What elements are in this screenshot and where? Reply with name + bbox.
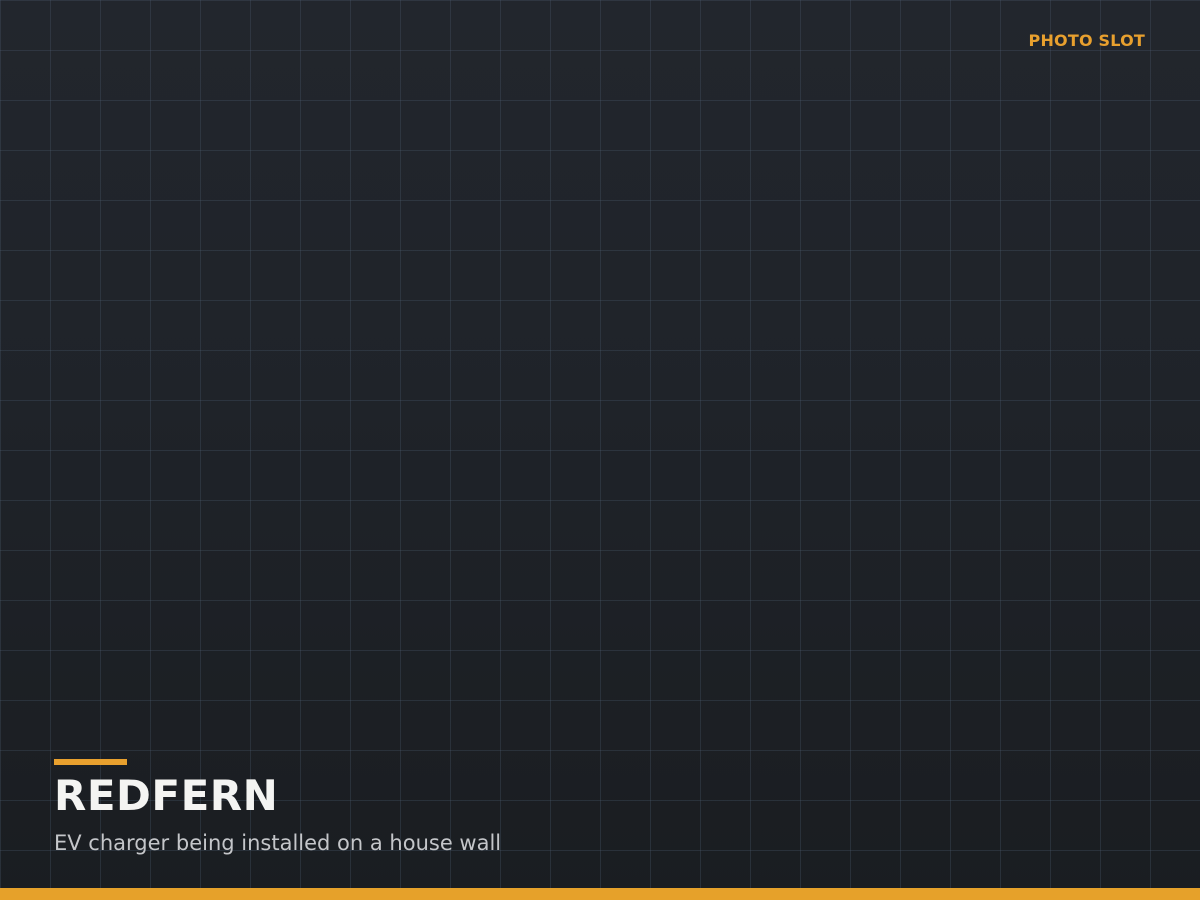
bottom-accent-strip [0,888,1200,900]
caption-title: REDFERN [54,770,279,820]
accent-bar [54,758,127,765]
photo-slot-label: PHOTO SLOT [1028,31,1145,50]
caption-block: REDFERN EV charger being installed on a … [54,758,954,856]
caption-subtitle: EV charger being installed on a house wa… [54,830,502,855]
